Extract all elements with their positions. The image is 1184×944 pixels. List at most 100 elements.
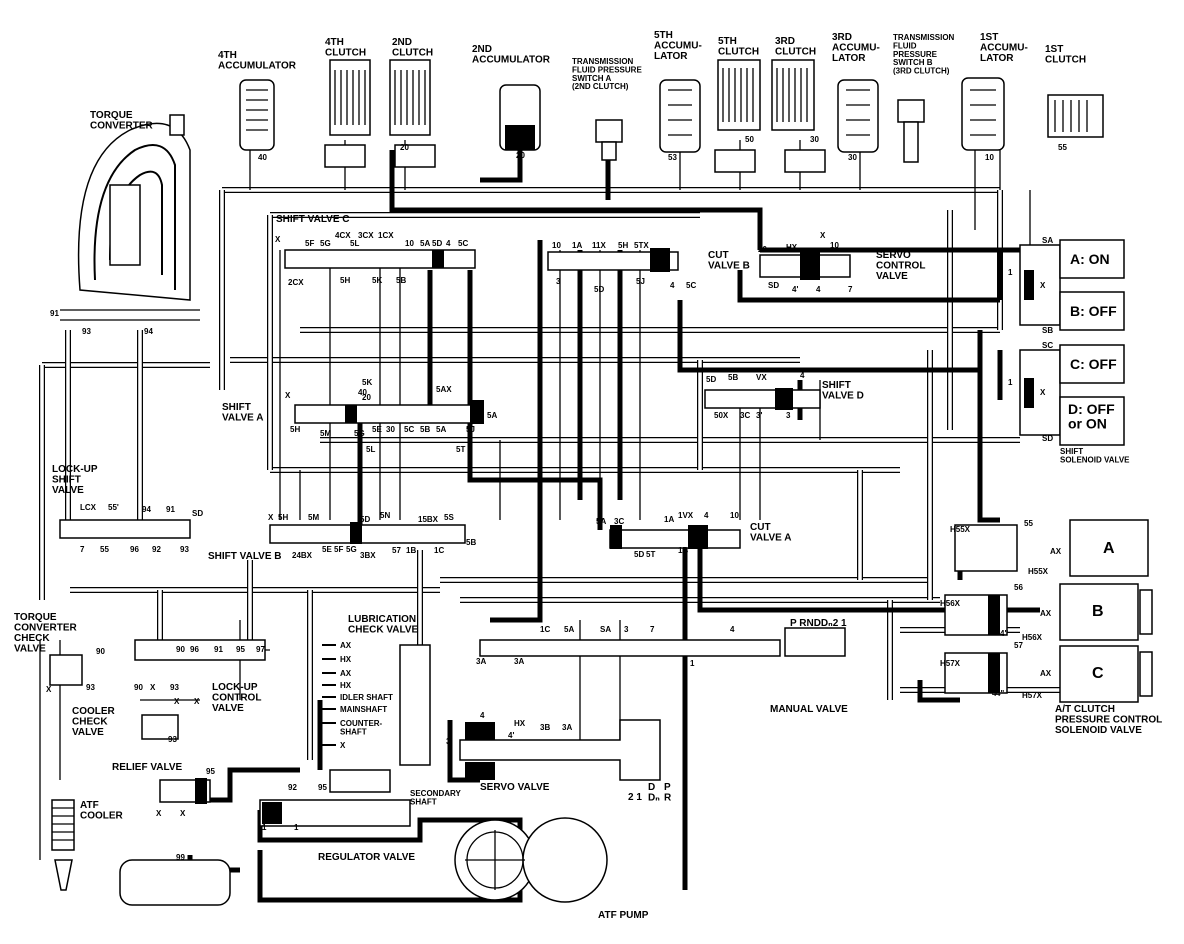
port-label-sol-5d: SD: [1042, 434, 1053, 443]
port-label-mv-sa: SA: [600, 625, 611, 634]
port-label-c10: 10: [985, 153, 994, 162]
port-label-svb-15bx: 15BX: [418, 515, 439, 524]
lube-outlet-label: HX: [340, 681, 352, 690]
port-label-sv-4p: 4': [508, 731, 514, 740]
pc-port-h55x: H55X: [1028, 567, 1049, 576]
port-label-luc-95: 95: [236, 645, 245, 654]
port-label-svc-3cx: 3CX: [358, 231, 374, 240]
shift-valve-a-body: [294, 404, 481, 424]
lubrication-check-valve-body: [399, 644, 431, 766]
port-label-c40: 40: [258, 153, 267, 162]
servo-valve-body: [459, 719, 661, 781]
pc-solenoid-c: C: [1092, 665, 1104, 682]
port-label-lus-94: 94: [142, 505, 151, 514]
pc-solenoid-a: A: [1103, 540, 1115, 557]
clutch-4th: [324, 59, 371, 168]
clutch-accumulator-row: [239, 59, 1104, 173]
accumulator-5th: [659, 79, 701, 153]
port-label-svb-5g: 5G: [346, 545, 357, 554]
port-label-lus-92: 92: [152, 545, 161, 554]
port-label-svc-5h: 5H: [340, 276, 350, 285]
port-label-scv-4p: 4': [792, 285, 798, 294]
port-label-rv-x2: X: [180, 809, 186, 818]
shift-valve-b-body: [269, 524, 466, 544]
port-label-svb-1c: 1C: [434, 546, 444, 555]
solenoid-b-state: B: OFF: [1070, 303, 1117, 319]
port-label-sv-4: 4: [480, 711, 485, 720]
port-label-svb-24bx: 24BX: [292, 551, 313, 560]
port-label-ps-h55x: H55X: [950, 525, 971, 534]
cut-valve-a-body: [609, 529, 741, 549]
port-label-ps-h56x: H56X: [940, 599, 961, 608]
port-label-svc-5b: 5B: [396, 276, 406, 285]
port-label-sva-5e: 5E: [372, 425, 382, 434]
label-relief-valve: RELIEF VALVE: [112, 762, 183, 773]
port-label-svc-4cx: 4CX: [335, 231, 351, 240]
port-label-mv-7: 7: [650, 625, 655, 634]
lock-up-control-valve-body: [134, 639, 266, 661]
port-label-cvb-11x: 11X: [592, 241, 606, 250]
port-label-sva-5m: 5M: [320, 429, 331, 438]
port-label-tcc-x: X: [46, 685, 52, 694]
port-label-rv-x1: X: [156, 809, 162, 818]
port-label-ps-ax1: AX: [1050, 547, 1062, 556]
port-label-cva-1a: 1A: [664, 515, 674, 524]
port-label-cva-1vx: 1VX: [678, 511, 694, 520]
port-label-svc-5l: 5L: [350, 239, 359, 248]
port-label-svb-5m: 5M: [308, 513, 319, 522]
port-label-sva-20: 20: [362, 393, 371, 402]
cut-valve-b-body: [547, 251, 679, 271]
port-label-reg-1b: 1: [294, 823, 299, 832]
port-label-luc-93: 93: [170, 683, 179, 692]
label-servo-valve: SERVO VALVE: [480, 782, 550, 793]
label-shift-valve-c: SHIFT VALVE C: [276, 214, 350, 225]
port-label-sv-hx: HX: [514, 719, 526, 728]
port-label-cva-5a: 5A: [596, 517, 606, 526]
port-label-lus-lcx: LCX: [80, 503, 97, 512]
port-label-svb-5e: 5E: [322, 545, 332, 554]
port-label-svb-1b: 1B: [406, 546, 416, 555]
pressure-solenoid-labels: A B C H55X H56X H57X: [1022, 540, 1115, 700]
port-label-cvb-10: 10: [552, 241, 561, 250]
accumulator-1st: [961, 77, 1005, 151]
port-label-rv-95: 95: [206, 767, 215, 776]
port-label-svc-4: 4: [446, 239, 451, 248]
port-label-mv-5a: 5A: [564, 625, 574, 634]
port-label-scv-x: X: [820, 231, 826, 240]
port-label-ps-55: 55: [1024, 519, 1033, 528]
port-label-svd-5d: 5D: [706, 375, 716, 384]
port-label-sva-sa: 5A: [487, 411, 497, 420]
solenoid-a-state: A: ON: [1070, 251, 1110, 267]
port-label-sol-5c: SC: [1042, 341, 1053, 350]
pressure-switch-b: [897, 99, 925, 163]
port-label-sva-5l: 5L: [366, 445, 375, 454]
port-label-svc-10: 10: [405, 239, 414, 248]
manual-positions-top: P RNDDₙ2 1: [790, 618, 847, 629]
port-label-sol-1b: 1: [1008, 378, 1013, 387]
port-label-sva-5c: 5C: [404, 425, 414, 434]
port-label-svd-5b: 5B: [728, 373, 738, 382]
port-label-lus-96: 96: [130, 545, 139, 554]
port-label-mv-1c: 1C: [540, 625, 550, 634]
port-label-ps-4b: 4": [996, 689, 1004, 698]
port-label-sv-3p: 3': [446, 737, 452, 746]
port-label-svb-3bx: 3BX: [360, 551, 376, 560]
